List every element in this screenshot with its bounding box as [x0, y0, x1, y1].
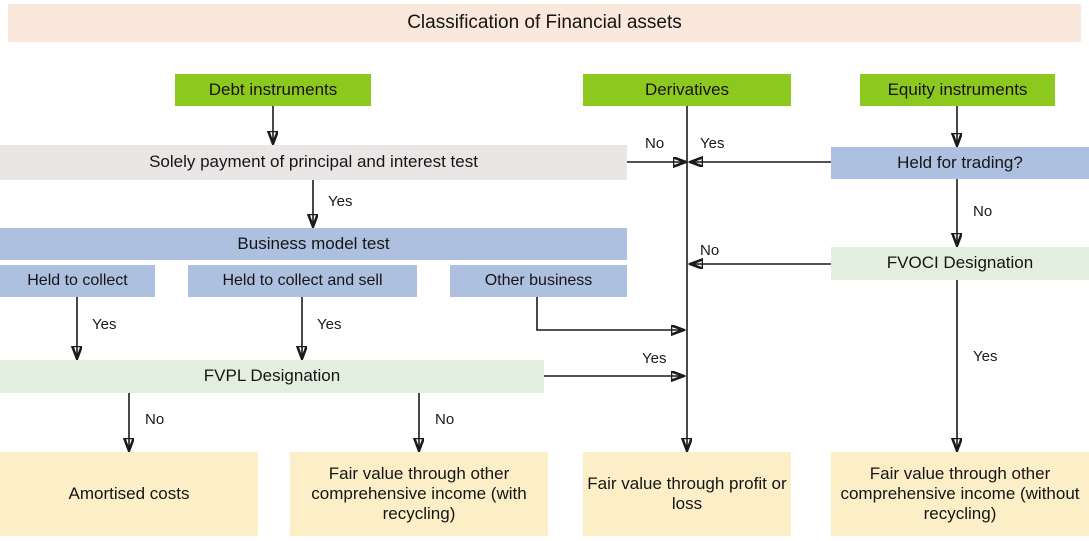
node-amortised-costs: Amortised costs: [0, 452, 258, 536]
edge-label-sppi-no: No: [645, 135, 665, 152]
edge-label-fvpl-no-left: No: [145, 411, 165, 428]
node-fvpl-outcome: Fair value through profit or loss: [583, 452, 791, 536]
edge-label-htc-yes: Yes: [92, 316, 117, 333]
node-sppi-test: Solely payment of principal and interest…: [0, 145, 627, 180]
edge-label-derivatives-yes: Yes: [700, 135, 725, 152]
edge-label-fvpl-no-right: No: [435, 411, 455, 428]
edge-label-fvoci-yes: Yes: [973, 348, 998, 365]
edge-label-fvpl-yes: Yes: [642, 350, 667, 367]
node-other-business: Other business: [450, 265, 627, 297]
edge-label-fvoci-no: No: [700, 242, 720, 259]
node-fvoci-without-recycling: Fair value through other comprehensive i…: [831, 452, 1089, 536]
node-fvoci-with-recycling: Fair value through other comprehensive i…: [290, 452, 548, 536]
edge-label-sppi-yes: Yes: [328, 193, 353, 210]
node-held-to-collect: Held to collect: [0, 265, 155, 297]
node-held-to-collect-and-sell: Held to collect and sell: [188, 265, 417, 297]
node-business-model-test: Business model test: [0, 228, 627, 260]
edge-label-hft-no: No: [973, 203, 993, 220]
node-debt-instruments: Debt instruments: [175, 74, 371, 106]
node-held-for-trading: Held for trading?: [831, 147, 1089, 179]
node-fvpl-designation: FVPL Designation: [0, 360, 544, 393]
edge-label-htcs-yes: Yes: [317, 316, 342, 333]
diagram-title: Classification of Financial assets: [8, 4, 1081, 42]
node-equity-instruments: Equity instruments: [860, 74, 1055, 106]
node-derivatives: Derivatives: [583, 74, 791, 106]
node-fvoci-designation: FVOCI Designation: [831, 247, 1089, 280]
